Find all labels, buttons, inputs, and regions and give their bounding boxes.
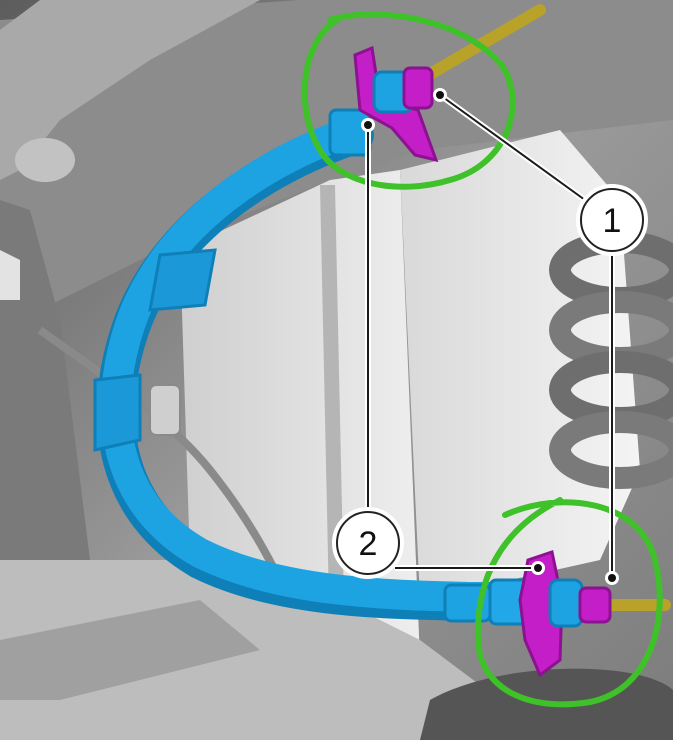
- leader-dots: [361, 88, 619, 585]
- lower-clip: [518, 550, 612, 678]
- left-strut-edge: [0, 250, 20, 300]
- callout-1-label: 1: [603, 202, 622, 240]
- upper-frame-highlight: [0, 0, 260, 180]
- frame-hole: [15, 138, 75, 182]
- highlight-circle-upper: [301, 11, 516, 190]
- wire-clip: [149, 384, 181, 436]
- left-strut: [0, 200, 90, 560]
- upper-clip: [353, 45, 439, 163]
- brake-hose: [93, 108, 532, 626]
- leader-lines-core: [367, 94, 613, 578]
- callout-2: 2: [332, 507, 404, 579]
- callout-1: 1: [576, 184, 648, 256]
- lower-arm: [0, 600, 260, 700]
- callout-2-label: 2: [359, 525, 378, 563]
- sensor-wire: [37, 326, 294, 602]
- highlight-circle-lower: [474, 497, 663, 708]
